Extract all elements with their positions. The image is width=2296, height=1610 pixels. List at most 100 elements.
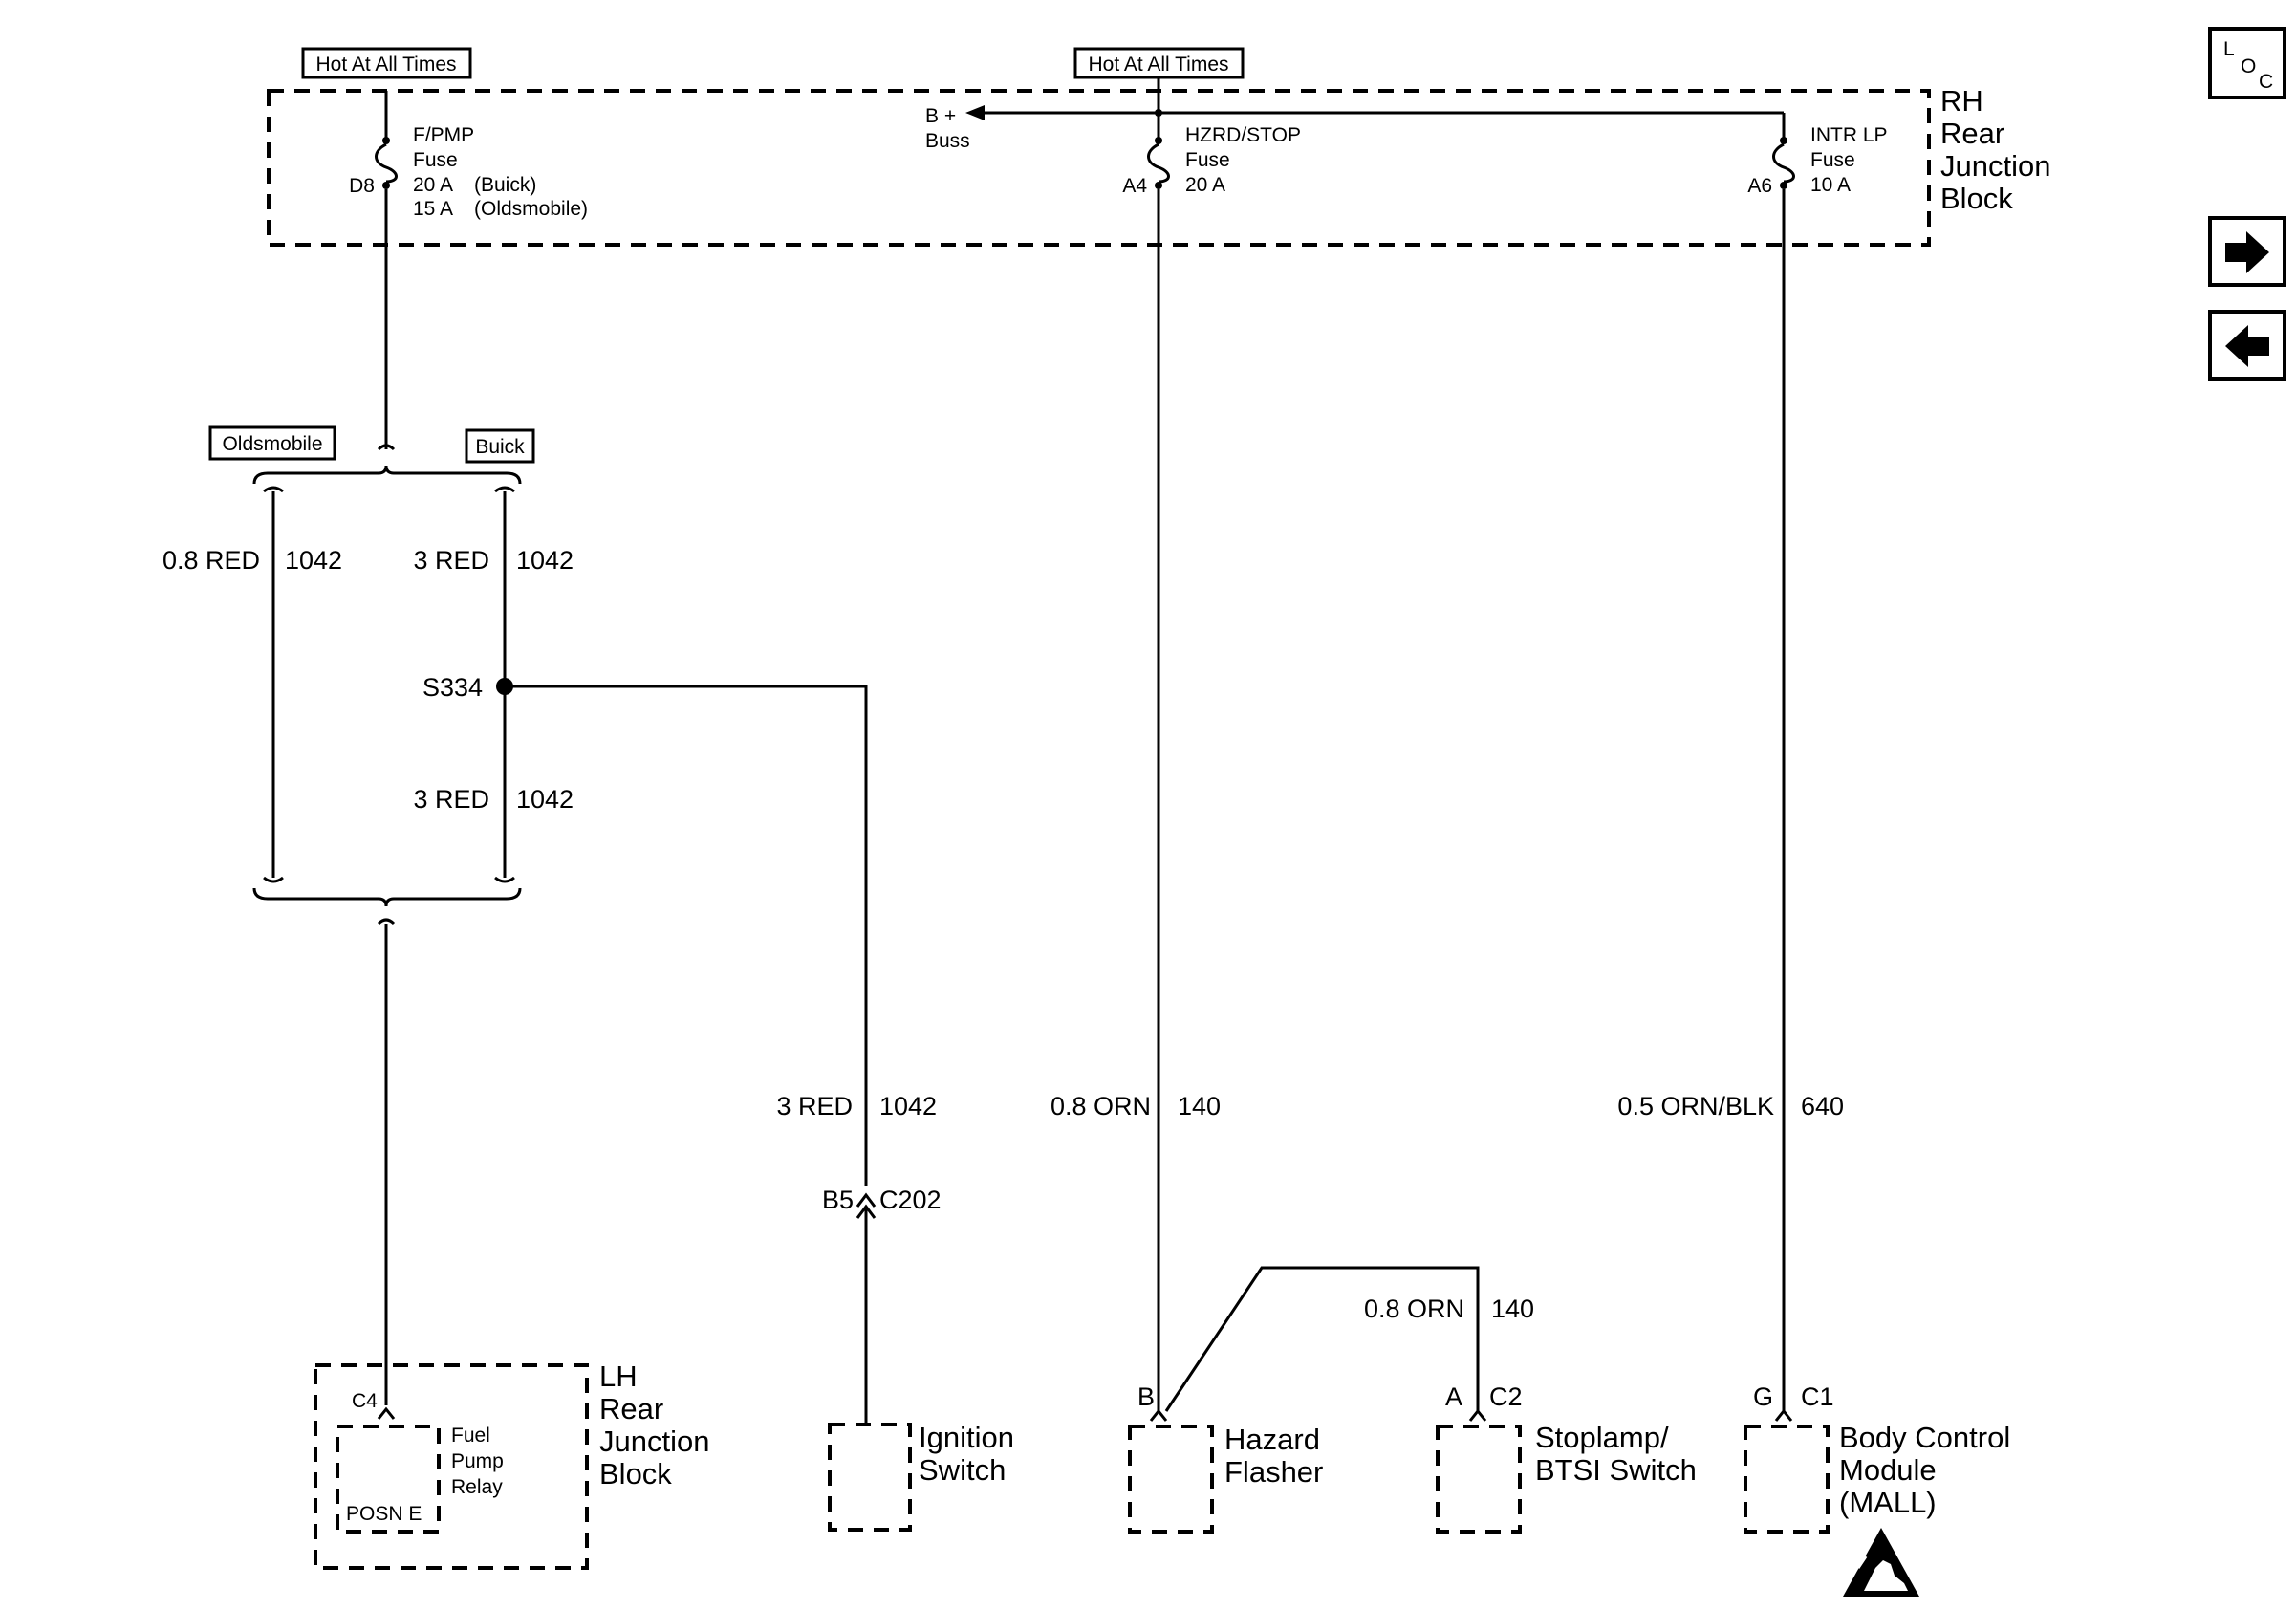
hzrd-fuse-name: HZRD/STOP bbox=[1185, 124, 1301, 146]
stoplamp-pin-symbol bbox=[1468, 1408, 1487, 1422]
ignition-switch-outline bbox=[828, 1423, 912, 1532]
fpmp-fuse-note-2: (Oldsmobile) bbox=[474, 198, 588, 220]
fpmp-fuse-terminal-bottom bbox=[382, 182, 390, 189]
fpmp-fuse-rating-2: 15 A bbox=[413, 198, 453, 220]
next-page-button[interactable] bbox=[2208, 216, 2286, 287]
ignition-switch-label-1: Ignition bbox=[919, 1421, 1014, 1454]
buick-option-box bbox=[465, 428, 535, 464]
stoplamp-switch-label-1: Stoplamp/ bbox=[1535, 1421, 1669, 1454]
rh-block-name-3: Junction bbox=[1940, 149, 2050, 183]
hzrd-fuse-symbol bbox=[1147, 142, 1170, 184]
locator-letter-l: L bbox=[2223, 38, 2235, 60]
wire-stoplamp-140 bbox=[1164, 1266, 1480, 1412]
hzrd-fuse-pin: A4 bbox=[1122, 175, 1147, 197]
rh-block-name-2: Rear bbox=[1940, 117, 2004, 150]
fpmp-fuse-pin: D8 bbox=[349, 175, 375, 197]
bcm-connector: C1 bbox=[1801, 1382, 1834, 1411]
intr-fuse-word: Fuse bbox=[1810, 149, 1855, 171]
fpmp-fuse-note-1: (Buick) bbox=[474, 174, 536, 196]
stoplamp-connector: C2 bbox=[1489, 1382, 1523, 1411]
rh-block-name-1: RH bbox=[1940, 84, 1983, 118]
fpmp-fuse-word: Fuse bbox=[413, 149, 458, 171]
wire-break-top bbox=[377, 444, 396, 451]
hzrd-fuse-terminal-bottom bbox=[1155, 182, 1162, 189]
olds-1042-circuit: 1042 bbox=[285, 546, 342, 575]
hot-at-all-times-box-1 bbox=[301, 47, 472, 79]
olds-wire-break-bottom bbox=[263, 876, 284, 883]
lh-block-name-2: Rear bbox=[599, 1392, 663, 1425]
buick-1042-circuit-a: 1042 bbox=[516, 546, 574, 575]
buick-wire-break-bottom bbox=[494, 876, 515, 883]
wire-break-bottom bbox=[377, 918, 396, 925]
hzrd-fuse-rating: 20 A bbox=[1185, 174, 1225, 196]
olds-wire-break-top bbox=[263, 486, 284, 493]
locator-button[interactable]: L O C bbox=[2208, 27, 2286, 99]
stop-140-gauge-color: 0.8 ORN bbox=[1364, 1295, 1464, 1323]
hazard-pin-symbol bbox=[1149, 1408, 1168, 1422]
locator-letter-o: O bbox=[2241, 55, 2256, 77]
oldsmobile-option-box bbox=[208, 425, 336, 461]
option-brace-top bbox=[252, 465, 522, 485]
hot-at-all-times-box-2 bbox=[1073, 47, 1245, 79]
stop-140-circuit: 140 bbox=[1491, 1295, 1534, 1323]
fpmp-fuse-symbol bbox=[375, 142, 398, 184]
intr-fuse-terminal-top bbox=[1780, 137, 1787, 144]
c202-pin: B5 bbox=[822, 1186, 854, 1214]
previous-page-button[interactable] bbox=[2208, 310, 2286, 381]
intr-fuse-terminal-bottom bbox=[1780, 182, 1787, 189]
hzrd-140-circuit: 140 bbox=[1178, 1092, 1221, 1120]
buick-option-label: Buick bbox=[475, 436, 525, 458]
stoplamp-switch-outline bbox=[1436, 1425, 1522, 1534]
ign-1042-gauge-color: 3 RED bbox=[776, 1092, 853, 1120]
hazard-flasher-label-2: Flasher bbox=[1224, 1455, 1323, 1489]
fpmp-fuse-rating-1: 20 A bbox=[413, 174, 453, 196]
bcm-outline bbox=[1744, 1425, 1830, 1534]
buick-1042-circuit-b: 1042 bbox=[516, 785, 574, 814]
lh-connector-c4: C4 bbox=[352, 1390, 378, 1412]
lh-block-name-4: Block bbox=[599, 1457, 672, 1490]
rh-block-name-4: Block bbox=[1940, 182, 2013, 215]
intr-fuse-name: INTR LP bbox=[1810, 124, 1888, 146]
option-brace-bottom bbox=[252, 887, 522, 907]
fpmp-fuse-name: F/PMP bbox=[413, 124, 474, 146]
olds-1042-gauge-color: 0.8 RED bbox=[162, 546, 260, 575]
arrow-right-icon bbox=[2225, 231, 2269, 273]
rh-junction-block-outline bbox=[267, 89, 1931, 247]
fuel-pump-relay-label-3: Relay bbox=[451, 1476, 503, 1498]
buick-1042-gauge-color-a: 3 RED bbox=[413, 546, 489, 575]
buick-1042-gauge-color-b: 3 RED bbox=[413, 785, 489, 814]
b-plus-arrow-icon bbox=[965, 105, 985, 120]
hot-at-all-times-label-1: Hot At All Times bbox=[315, 54, 456, 76]
hazard-flasher-pin: B bbox=[1137, 1382, 1155, 1411]
b-plus-label: B + bbox=[925, 105, 956, 127]
bcm-label-2: Module bbox=[1839, 1453, 1937, 1487]
fpmp-fuse-terminal-top bbox=[382, 137, 390, 144]
intr-fuse-symbol bbox=[1772, 142, 1795, 184]
arrow-left-icon bbox=[2225, 325, 2269, 367]
fuel-pump-relay-label-1: Fuel bbox=[451, 1425, 490, 1447]
intr-fuse-rating: 10 A bbox=[1810, 174, 1851, 196]
hzrd-fuse-terminal-top bbox=[1155, 137, 1162, 144]
bcm-pin-symbol bbox=[1774, 1408, 1793, 1422]
hazard-flasher-label-1: Hazard bbox=[1224, 1423, 1320, 1456]
hot-at-all-times-label-2: Hot At All Times bbox=[1088, 54, 1228, 76]
bcm-640-gauge-color: 0.5 ORN/BLK bbox=[1617, 1092, 1774, 1120]
fuel-pump-relay-label-2: Pump bbox=[451, 1450, 504, 1472]
intr-fuse-pin: A6 bbox=[1747, 175, 1772, 197]
buick-wire-break-top bbox=[494, 486, 515, 493]
ignition-switch-label-2: Switch bbox=[919, 1453, 1006, 1487]
stoplamp-switch-label-2: BTSI Switch bbox=[1535, 1453, 1697, 1487]
ign-1042-circuit: 1042 bbox=[879, 1092, 937, 1120]
hazard-flasher-outline bbox=[1128, 1425, 1214, 1534]
hzrd-buss-node bbox=[1155, 109, 1162, 117]
lh-block-name-1: LH bbox=[599, 1360, 638, 1393]
locator-letter-c: C bbox=[2259, 71, 2273, 93]
bcm-pin: G bbox=[1753, 1382, 1773, 1411]
b-plus-buss-label: Buss bbox=[925, 130, 970, 152]
stoplamp-pin: A bbox=[1445, 1382, 1462, 1411]
lh-junction-block-outline bbox=[314, 1363, 589, 1570]
bcm-label-3: (MALL) bbox=[1839, 1486, 1937, 1519]
c4-pin-symbol bbox=[377, 1406, 396, 1420]
splice-s334-label: S334 bbox=[422, 673, 483, 702]
